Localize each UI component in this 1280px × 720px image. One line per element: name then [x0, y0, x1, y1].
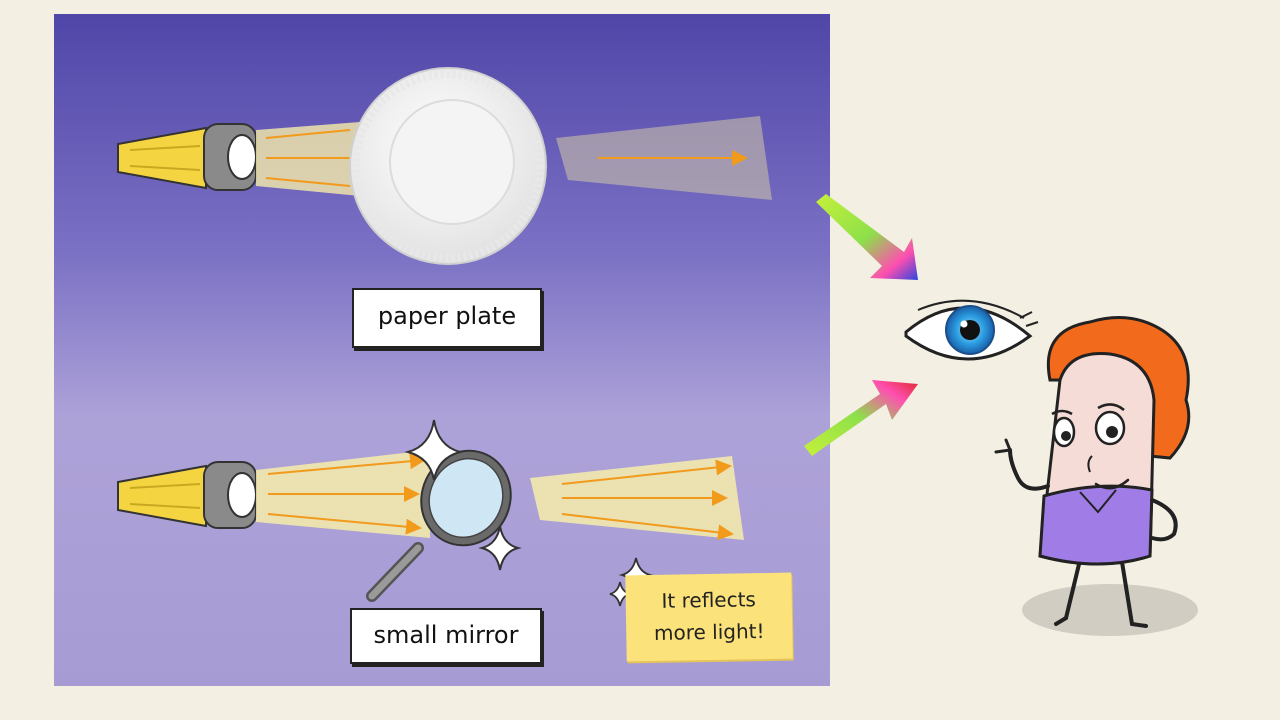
arrow-down-right-icon [816, 194, 918, 280]
callout-line-1: It reflects [661, 587, 757, 613]
character-icon [994, 316, 1198, 636]
flashlight-top-icon [117, 123, 257, 191]
callout-line-2: more light! [653, 619, 765, 645]
paper-plate-label: paper plate [352, 288, 542, 348]
callout-note: It reflects more light! [625, 572, 793, 662]
reflected-rays-bottom [561, 459, 734, 541]
light-rays-top [265, 129, 351, 187]
sparkle-icon [404, 419, 522, 571]
light-rays-bottom [267, 453, 426, 535]
arrow-up-right-icon [804, 380, 918, 456]
small-mirror-icon [366, 449, 512, 602]
paper-plate-icon [349, 67, 547, 265]
eye-icon [904, 299, 1039, 361]
flashlight-bottom-icon [117, 461, 257, 529]
small-mirror-label: small mirror [350, 608, 542, 664]
